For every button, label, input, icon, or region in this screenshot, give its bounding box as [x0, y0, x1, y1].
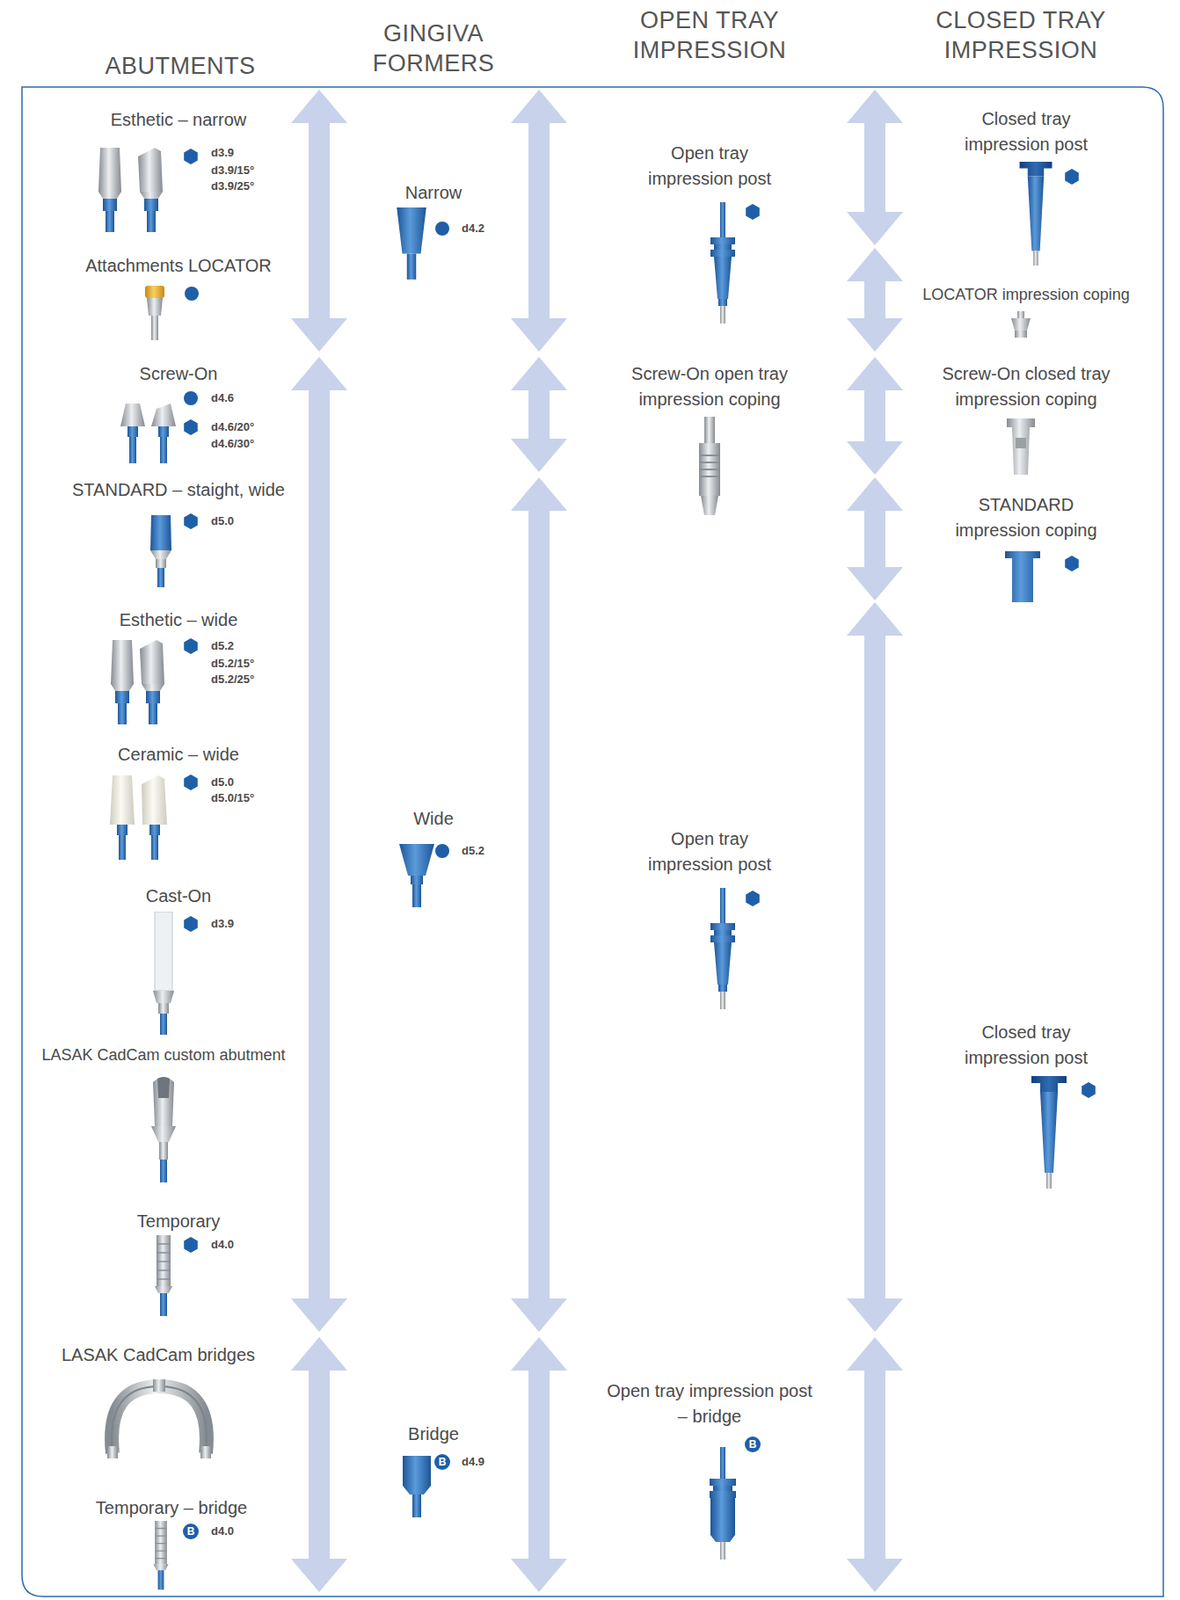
abutment-picture	[150, 515, 172, 588]
coping-picture	[1006, 418, 1035, 475]
part-name: Wide	[413, 806, 454, 832]
part-name: Open tray impression post	[630, 826, 789, 878]
temporary-picture	[152, 1521, 168, 1590]
part-name: Open tray impression post	[630, 140, 789, 192]
dot-icons	[182, 221, 761, 1540]
part-name: LASAK CadCam bridges	[61, 1342, 255, 1369]
size-label: d5.2/25°	[211, 671, 255, 688]
former-picture	[396, 207, 427, 280]
part-name: Bridge	[407, 1421, 459, 1448]
former-picture	[399, 844, 435, 908]
part-name: Screw-On open tray impression coping	[612, 361, 807, 413]
abutment-picture	[98, 147, 122, 233]
coping-picture	[1005, 551, 1041, 603]
part-name: LOCATOR impression coping	[922, 282, 1130, 308]
part-name: Closed tray impression post	[946, 1019, 1106, 1071]
ceramic-picture	[141, 775, 168, 860]
badge-letter: B	[438, 1456, 447, 1469]
size-label: d3.9	[211, 916, 234, 933]
post-picture	[1031, 1076, 1067, 1189]
size-label: d3.9/25°	[211, 178, 255, 195]
part-name: Cast-On	[145, 883, 212, 910]
part-name: Ceramic – wide	[117, 742, 240, 768]
part-name: Esthetic – wide	[119, 607, 239, 634]
post-picture	[710, 202, 736, 324]
part-pictures	[98, 147, 1067, 1590]
part-name: Screw-On closed tray impression coping	[925, 361, 1128, 413]
size-label: d5.0	[211, 774, 234, 791]
post-picture	[709, 1447, 736, 1560]
badge-letter: B	[187, 1525, 196, 1538]
former-picture	[402, 1456, 431, 1518]
part-name: LASAK CadCam custom abutment	[41, 1042, 285, 1069]
abutment-picture	[120, 403, 146, 464]
coping-picture	[1011, 311, 1031, 338]
temporary-picture	[154, 1235, 173, 1317]
size-label: d3.9/15°	[211, 162, 255, 179]
ceramic-picture	[109, 775, 135, 860]
column-heading: ABUTMENTS	[48, 50, 313, 81]
size-label: d4.6/20°	[211, 419, 255, 436]
abutment-picture	[139, 640, 165, 725]
size-label: d4.0	[211, 1523, 234, 1540]
column-heading: CLOSED TRAY IMPRESSION	[906, 5, 1136, 66]
post-picture	[710, 888, 736, 1010]
locator-picture	[145, 285, 165, 341]
part-name: Attachments LOCATOR	[85, 253, 272, 279]
size-label: d5.0	[211, 513, 234, 530]
badge-letter: B	[749, 1438, 758, 1451]
size-label: d5.2	[211, 638, 234, 655]
hex-icons	[183, 148, 1096, 1253]
size-label: d5.0/15°	[211, 790, 255, 807]
size-label: d4.0	[211, 1237, 234, 1253]
bridge-picture	[107, 1379, 212, 1459]
frame	[21, 87, 1164, 1597]
custom-abutment-picture	[151, 1077, 176, 1183]
post-picture	[1019, 161, 1053, 266]
part-name: Temporary	[137, 1209, 220, 1235]
abutment-picture	[138, 147, 163, 233]
part-name: Closed tray impression post	[946, 106, 1106, 158]
column-heading: OPEN TRAY IMPRESSION	[604, 5, 816, 66]
abutment-picture	[110, 640, 134, 725]
part-name: Open tray impression post – bridge	[604, 1378, 816, 1430]
coping-picture	[699, 416, 721, 516]
part-name: STANDARD – staight, wide	[72, 477, 285, 503]
cast-on-picture	[152, 911, 175, 1035]
part-name: Narrow	[405, 180, 462, 206]
size-label: d4.2	[461, 220, 485, 237]
size-label: d4.6/30°	[211, 436, 255, 452]
size-label: d4.6	[211, 390, 234, 407]
column-heading: GINGIVA FORMERS	[345, 18, 522, 79]
size-label: d3.9	[211, 145, 234, 161]
size-label: d5.2	[461, 843, 485, 860]
part-name: Temporary – bridge	[95, 1495, 248, 1522]
size-label: d4.9	[461, 1454, 485, 1471]
range-arrows	[291, 89, 904, 1593]
part-name: STANDARD impression coping	[946, 492, 1106, 544]
part-name: Screw-On	[139, 361, 219, 387]
abutment-picture	[151, 403, 176, 464]
part-name: Esthetic – narrow	[110, 107, 248, 133]
size-label: d5.2/15°	[211, 655, 255, 672]
